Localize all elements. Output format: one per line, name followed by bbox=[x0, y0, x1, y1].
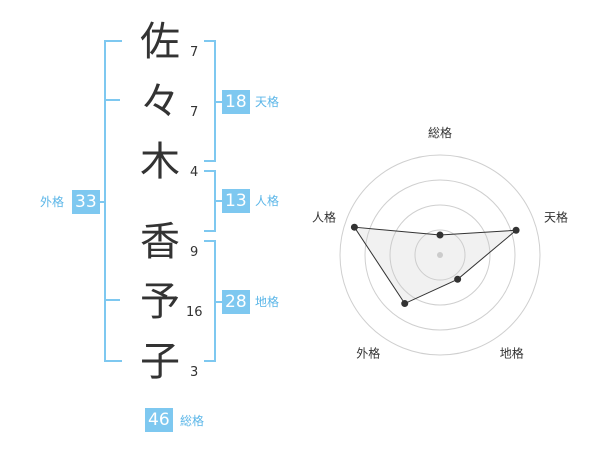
radar-chart: 総格 天格 地格 外格 人格 bbox=[312, 125, 568, 360]
chikaku-value: 28 bbox=[222, 290, 250, 314]
radar-ring bbox=[389, 204, 491, 306]
bracket-connector bbox=[214, 101, 222, 103]
soukaku-value: 46 bbox=[145, 408, 173, 432]
gaikaku-bracket bbox=[104, 40, 122, 362]
stroke-count-2: 7 bbox=[190, 105, 199, 120]
radar-rings bbox=[339, 154, 541, 356]
tenkaku-label: 天格 bbox=[255, 95, 280, 109]
bracket-tick bbox=[104, 99, 120, 101]
stroke-count-6: 3 bbox=[190, 365, 199, 380]
gaikaku-label: 外格 bbox=[40, 195, 65, 209]
soukaku-label: 総格 bbox=[180, 414, 205, 428]
stroke-count-3: 4 bbox=[190, 165, 199, 180]
radar-axis-label-tenkaku: 天格 bbox=[544, 209, 568, 224]
bracket-connector bbox=[96, 201, 106, 203]
radar-point-3 bbox=[454, 275, 462, 283]
radar-ring bbox=[364, 179, 516, 331]
radar-point-1 bbox=[436, 231, 444, 239]
radar-axis-label-gaikaku: 外格 bbox=[356, 346, 380, 360]
radar-axis-label-jinkaku: 人格 bbox=[312, 209, 336, 224]
radar-center-dot bbox=[437, 252, 443, 258]
tenkaku-value: 18 bbox=[222, 90, 250, 114]
name-char-5: 予 bbox=[140, 279, 180, 325]
radar-ring bbox=[339, 154, 541, 356]
bracket-connector bbox=[214, 301, 222, 303]
jinkaku-label: 人格 bbox=[255, 194, 280, 208]
radar-points bbox=[350, 223, 520, 308]
chikaku-label: 地格 bbox=[255, 295, 280, 309]
name-char-2: 々 bbox=[140, 79, 180, 125]
bracket-tick bbox=[104, 299, 120, 301]
name-char-1: 佐 bbox=[140, 19, 180, 65]
bracket-connector bbox=[214, 200, 222, 202]
stroke-count-5: 16 bbox=[186, 305, 203, 320]
radar-point-4 bbox=[401, 300, 409, 308]
radar-axis-label-soukaku: 総格 bbox=[428, 125, 452, 140]
radar-axis-label-chikaku: 地格 bbox=[500, 346, 524, 360]
radar-data-polygon bbox=[353, 226, 518, 305]
name-char-6: 子 bbox=[140, 339, 180, 385]
gaikaku-value: 33 bbox=[72, 190, 100, 214]
name-char-4: 香 bbox=[140, 219, 180, 265]
radar-ring bbox=[414, 229, 466, 281]
radar-point-2 bbox=[512, 226, 520, 234]
stroke-count-1: 7 bbox=[190, 45, 199, 60]
stroke-count-4: 9 bbox=[190, 245, 199, 260]
name-char-3: 木 bbox=[140, 139, 180, 185]
radar-point-5 bbox=[350, 223, 358, 231]
jinkaku-value: 13 bbox=[222, 189, 250, 213]
